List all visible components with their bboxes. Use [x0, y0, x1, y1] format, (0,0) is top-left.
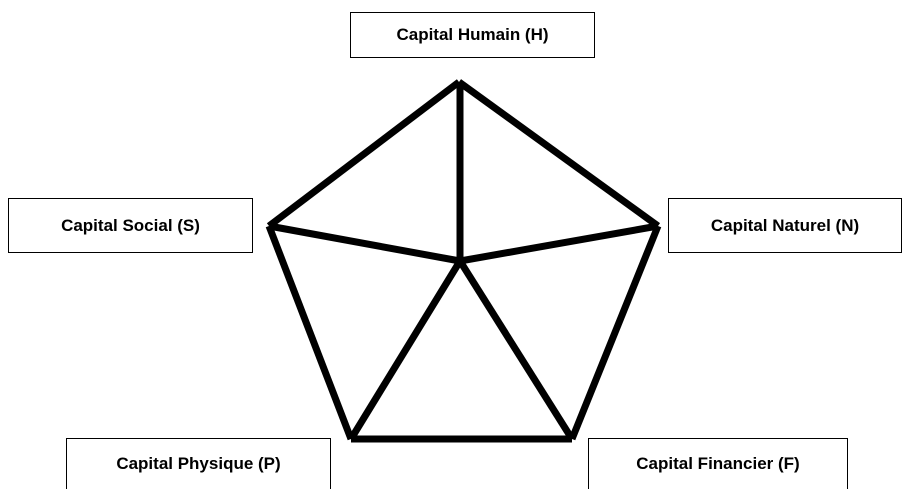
label-capital-physique: Capital Physique (P) — [66, 438, 331, 489]
label-capital-financier: Capital Financier (F) — [588, 438, 848, 489]
label-capital-naturel: Capital Naturel (N) — [668, 198, 902, 253]
label-capital-social: Capital Social (S) — [8, 198, 253, 253]
spoke-s — [268, 222, 461, 265]
spoke-f — [457, 259, 575, 441]
edge-p-s — [265, 224, 355, 441]
edge-s-h — [266, 79, 462, 229]
spoke-n — [459, 222, 659, 265]
edge-h-n — [456, 79, 661, 229]
label-capital-humain: Capital Humain (H) — [350, 12, 595, 58]
spoke-p — [348, 259, 463, 441]
edge-n-f — [568, 224, 662, 441]
